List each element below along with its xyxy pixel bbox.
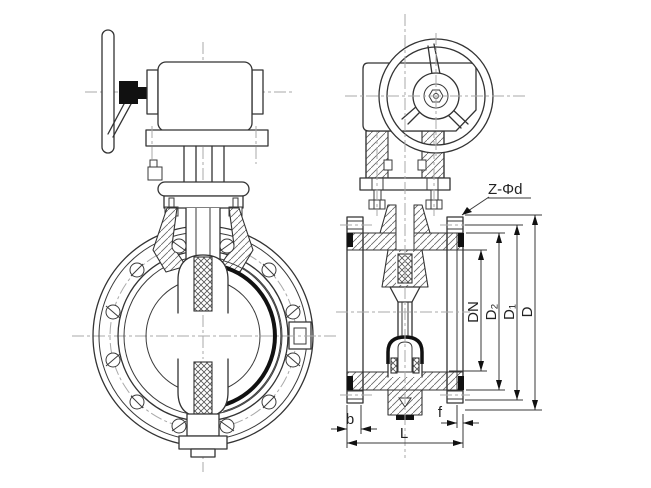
dim-label-b: b — [346, 411, 354, 428]
side-neck — [379, 204, 431, 338]
gearbox-front — [145, 61, 269, 164]
wheel-shaft-stub — [138, 87, 148, 99]
side-centerlines — [336, 14, 525, 458]
dim-L: L — [346, 425, 464, 448]
seat-lug — [283, 321, 320, 350]
dim-b: b — [331, 405, 377, 434]
stop-bracket — [147, 166, 163, 181]
bracket-bolt-right — [425, 126, 443, 216]
upper-disc-hub — [177, 254, 229, 314]
bolt-callout: Z-Φd — [461, 181, 531, 216]
handwheel-edge-view — [101, 29, 148, 154]
bolt-hole — [219, 418, 235, 434]
bolt-hole — [129, 394, 145, 410]
bracket-bolt-left — [368, 126, 386, 216]
seat-face-edge — [347, 376, 353, 390]
dim-label-d1: D₁ — [501, 304, 518, 320]
bolt-callout-label: Z-Φd — [488, 181, 522, 198]
bolt-hole — [261, 262, 277, 278]
seat-face-edge — [347, 233, 353, 247]
upper-stem-packing — [193, 256, 213, 312]
neck-flange — [157, 181, 250, 217]
side-view — [336, 14, 525, 458]
dim-D1: D₁ — [501, 225, 520, 400]
seat-face-edge — [458, 376, 464, 390]
support-column — [147, 145, 225, 183]
gearbox-body — [157, 61, 253, 132]
bolt-hole — [129, 262, 145, 278]
bolt-hole — [261, 394, 277, 410]
dim-label-d: D — [519, 306, 536, 317]
dim-D2: D₂ — [483, 233, 502, 390]
left-flange — [340, 216, 372, 404]
neck-plate-upper — [157, 181, 250, 197]
dim-label-l: L — [400, 425, 408, 442]
bolt-hole — [105, 304, 121, 320]
wheel-hub-block — [119, 81, 138, 104]
bolt-hole — [105, 352, 121, 368]
worm-shaft-flange-right — [251, 69, 264, 115]
dim-label-dn: DN — [465, 301, 482, 323]
dim-D: D — [519, 215, 538, 410]
dim-DN: DN — [465, 250, 484, 371]
neck-plate-lower — [163, 195, 244, 209]
lower-stem-packing — [193, 361, 213, 415]
seat-ring — [215, 260, 282, 412]
dimensions: Z-Φd DN D₂ — [331, 181, 542, 448]
dim-label-f: f — [438, 404, 443, 421]
bolt-hole — [219, 238, 235, 254]
lower-disc-hub — [177, 358, 229, 418]
bolt-hole — [285, 352, 301, 368]
bolt-hole — [285, 304, 301, 320]
worm-shaft-flange-left — [146, 69, 159, 115]
gearbox-base-plate — [145, 129, 269, 147]
bolt-hole — [171, 238, 187, 254]
flange-bolts — [105, 238, 301, 434]
dim-f: f — [438, 404, 479, 428]
dim-label-d2: D₂ — [483, 303, 500, 320]
bolt-hole — [171, 418, 187, 434]
seat-face-edge — [458, 233, 464, 247]
bottom-cover-front — [178, 413, 228, 458]
front-view — [72, 29, 336, 472]
